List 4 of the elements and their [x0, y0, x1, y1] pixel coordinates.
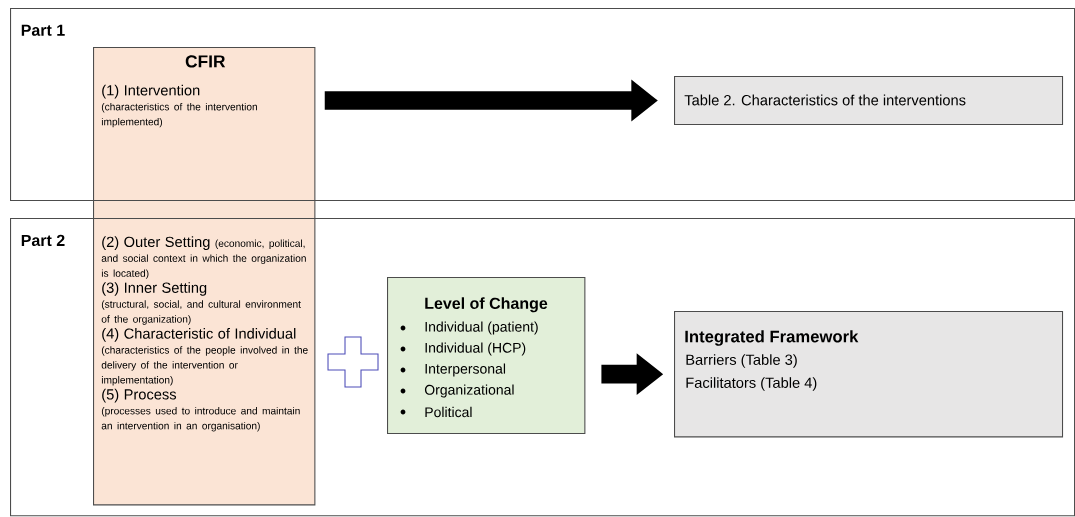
level-box: Level of Change Individual (patient) Individual (HCP) Interpersonal Organizational Political [387, 277, 586, 435]
framework-box: CFIR (1) Intervention (characteristics of the intervention implemented) (2) Outer Setting (economic, political, and social context in which the organization is located) (3) Inner Setting (structural, social, and cultural environment of the organization) (4) Characteristic of Individual (characteristics of the people involved in the delivery of the intervention or implementation) (5) Process (processes used to introduce and maintain an intervention in an organisation) [93, 47, 316, 506]
output-box: Integrated Framework Barriers (Table 3) Facilitators (Table 4) [674, 311, 1064, 438]
output-box: Table 2. Characteristics of the interventions [674, 76, 1064, 126]
